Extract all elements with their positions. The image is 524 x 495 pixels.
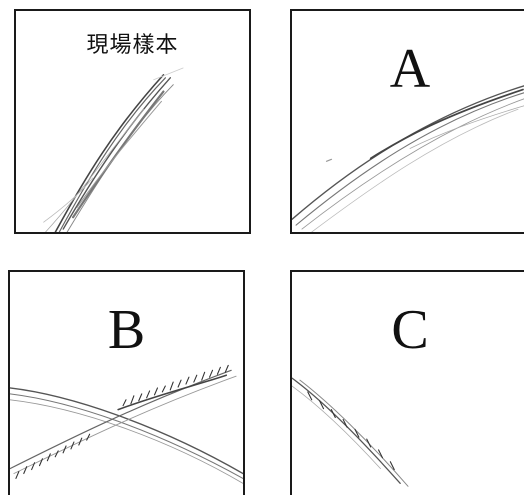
panel-b: B (8, 270, 245, 495)
panel-a: A (290, 9, 524, 234)
panel-title-a: A (389, 38, 431, 100)
panel-c: C (290, 270, 524, 495)
panel-title-b: B (107, 299, 146, 361)
tool-mark-c-strokes (292, 377, 409, 487)
tool-mark-sample-strokes (43, 67, 184, 232)
panel-title-c: C (391, 299, 429, 361)
panel-title-field-sample: 現場樣本 (86, 33, 179, 58)
tool-mark-a-strokes (292, 85, 524, 232)
tool-mark-b-strokes (10, 364, 243, 484)
panel-field-sample: 現場樣本 (14, 9, 251, 234)
